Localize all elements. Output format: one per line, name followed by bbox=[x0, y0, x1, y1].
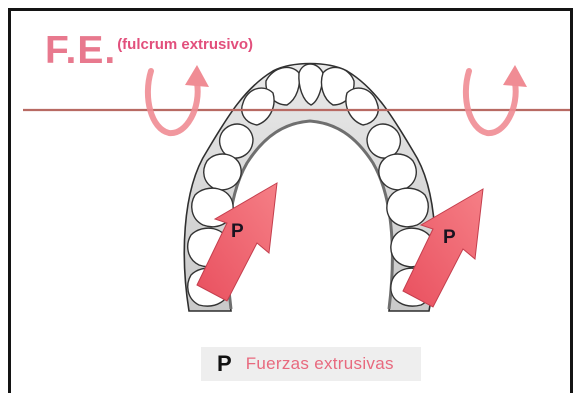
left-rotation-arrow-icon bbox=[148, 65, 209, 133]
title-subtitle: (fulcrum extrusivo) bbox=[117, 36, 253, 53]
right-rotation-arrow-icon bbox=[466, 65, 527, 133]
legend-box: P Fuerzas extrusivas bbox=[201, 347, 421, 381]
title-abbreviation: F.E. bbox=[45, 29, 116, 72]
right-force-label: P bbox=[443, 227, 456, 248]
left-force-label: P bbox=[231, 221, 244, 242]
legend-label: Fuerzas extrusivas bbox=[246, 354, 394, 374]
figure-title: F.E.(fulcrum extrusivo) bbox=[45, 29, 253, 73]
figure-frame: P P F.E.(fulcrum extrusivo) P Fuerzas ex… bbox=[8, 8, 573, 393]
legend-symbol: P bbox=[217, 351, 232, 377]
